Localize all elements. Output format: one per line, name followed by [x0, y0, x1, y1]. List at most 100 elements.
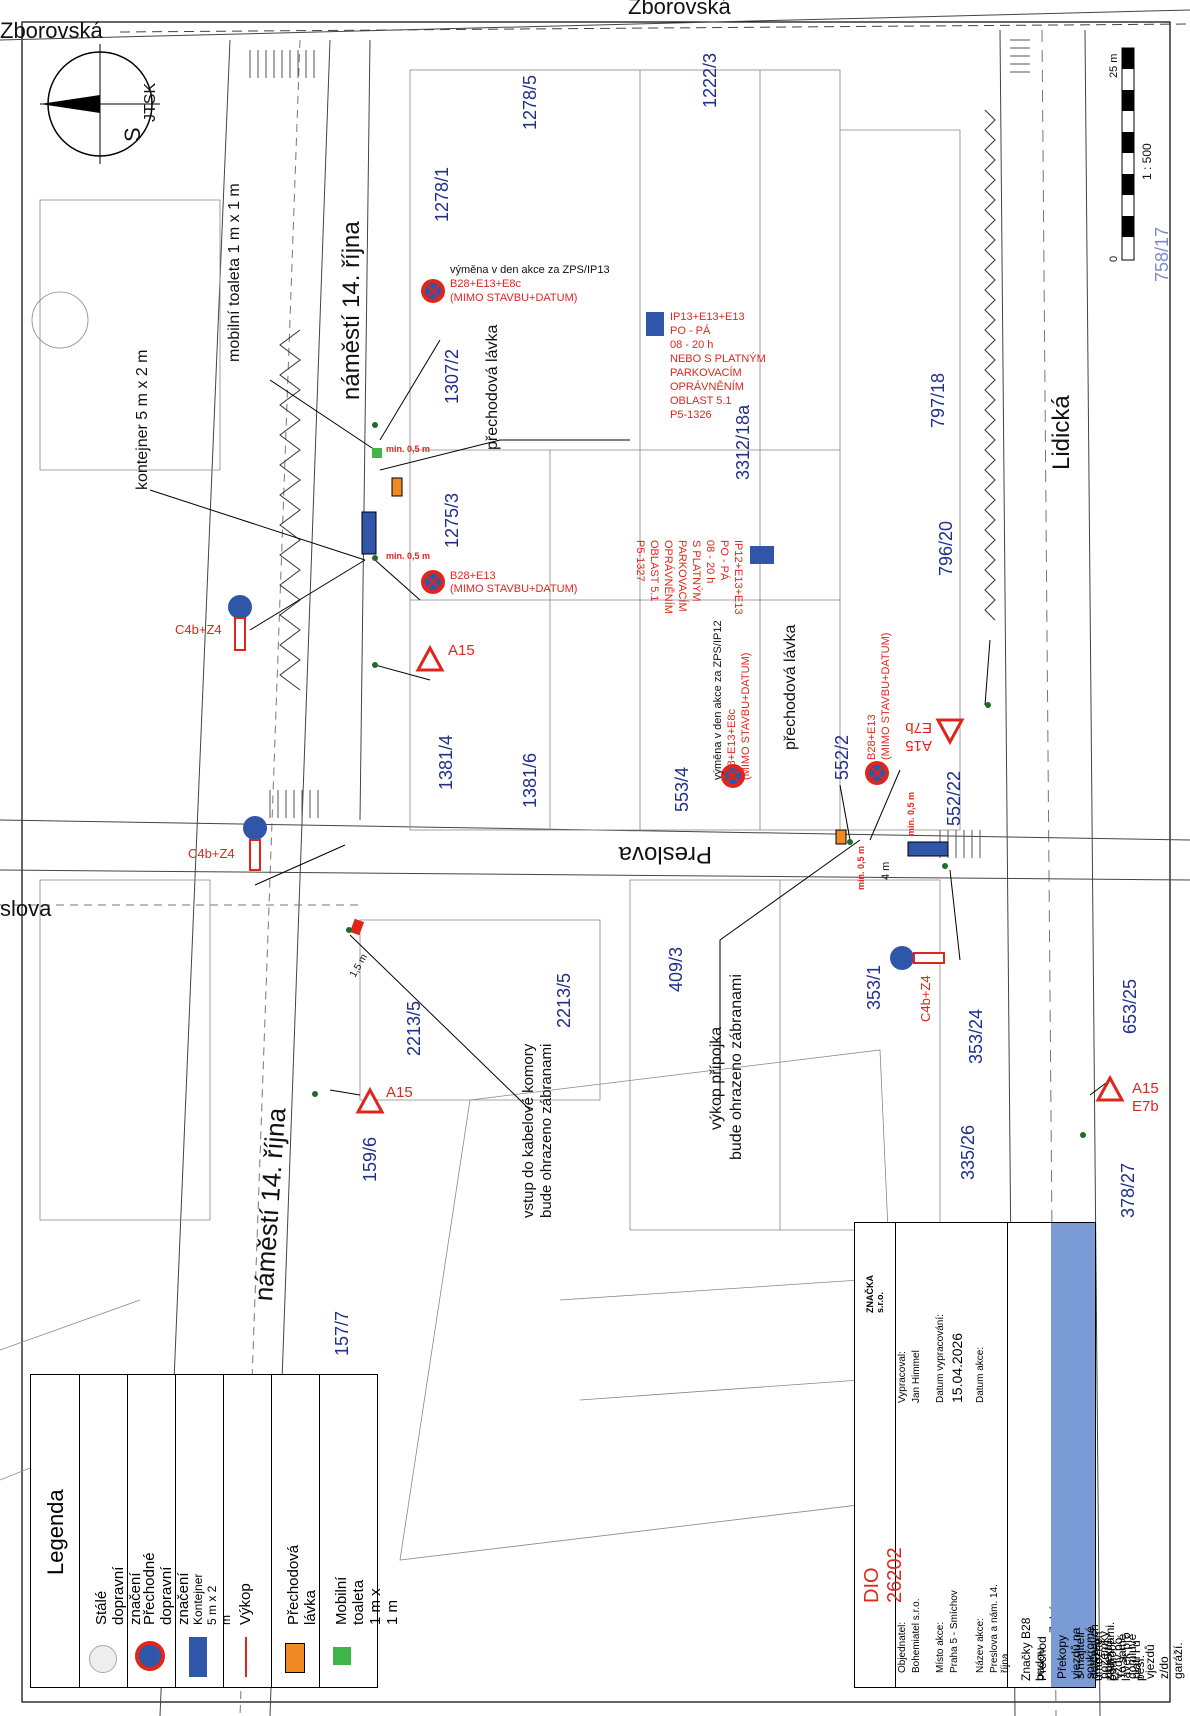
- parcel-label: 552/2: [832, 734, 852, 780]
- parcel-label: 1278/5: [520, 74, 540, 130]
- title-block-header: DIO 26202 ZNAČKA s.r.o.: [855, 1223, 906, 1687]
- a15-sign-icon: [355, 644, 1125, 1114]
- legend-item: Kontejner 5 m x 2 m: [175, 1375, 233, 1687]
- c4b-label: C4b+Z4: [918, 975, 933, 1022]
- legend-item-label: Mobilní toaleta 1 m x 1 m: [333, 1576, 401, 1625]
- prechod-lavka-label: přechodová lávka: [782, 624, 799, 750]
- kontejner-label: kontejner 5 m x 2 m: [134, 349, 151, 491]
- scale-label: 1 : 500: [1140, 143, 1154, 180]
- c4b-label: C4b+Z4: [175, 622, 222, 637]
- a15-label: A15: [448, 642, 475, 659]
- prechod-lavka-label: přechodová lávka: [484, 324, 501, 450]
- a15-label: A15: [1132, 1080, 1159, 1097]
- parcel-label: 409/3: [666, 946, 686, 992]
- legend-title-cell: Legenda: [31, 1375, 80, 1687]
- ip12-line: IP12+E13+E13: [732, 540, 744, 615]
- vykop-label: bude ohrazeno zábranami: [728, 974, 745, 1160]
- street-lidicka: Lidická: [1048, 395, 1075, 470]
- scale-bar: [1121, 47, 1135, 261]
- footbridge-icon: [285, 1643, 305, 1673]
- c4b-sign-icon: [228, 595, 945, 970]
- e7b-label: E7b: [905, 719, 932, 736]
- ip12-line: OBLAST 5.1: [648, 540, 660, 602]
- legend-item: Přechodné dopravní značení: [127, 1375, 192, 1687]
- parcel-label: 1307/2: [442, 348, 462, 404]
- street-zborovska-left: Zborovská: [0, 18, 103, 43]
- b28-label: B28+E13: [450, 570, 496, 582]
- compass-south-label: S: [120, 127, 145, 142]
- parcel-label: 553/4: [672, 766, 692, 812]
- parcel-label: 796/20: [936, 520, 956, 576]
- b28-label: B28+E13+E8c: [726, 709, 738, 780]
- ip12-line: 08 - 20 h: [704, 540, 716, 584]
- a15-label: A15: [905, 737, 932, 754]
- ip13-line: NEBO S PLATNÝM: [670, 353, 766, 365]
- ip12-line: S PLATNÝM: [690, 540, 702, 602]
- parcel-label: 2213/5: [404, 1000, 424, 1056]
- b28-label: (MIMO STAVBU+DATUM): [450, 292, 578, 304]
- min-distance-label: min. 0,5 m: [856, 845, 866, 890]
- title-block-fields: Objednatel: Bohemiatel s.r.o. Místo akce…: [895, 1223, 1185, 1687]
- legend-title: Legenda: [43, 1489, 68, 1575]
- vstup-label: bude ohrazeno zábranami: [538, 1043, 555, 1218]
- dimension-label: 4 m: [880, 861, 892, 880]
- ip12-line: PARKOVACÍM: [676, 540, 688, 612]
- field-value: 15.04.2026: [949, 1332, 965, 1403]
- parcel-label: 2213/5: [554, 972, 574, 1028]
- field-label: Datum vypracování:: [935, 1314, 946, 1403]
- ip13-line: OPRÁVNĚNÍM: [670, 381, 744, 393]
- ip12-label: IP12+E13+E13 PO - PÁ 08 - 20 h S PLATNÝM…: [633, 540, 745, 615]
- ip12-line: OPRÁVNĚNÍM: [662, 540, 674, 614]
- street-zborovska-top: Zborovská: [628, 0, 731, 19]
- parcel-label: 159/6: [360, 1136, 380, 1182]
- excavation-icon: [245, 1637, 247, 1677]
- parking-sign-icon: [646, 312, 774, 564]
- min-distance-label: min. 0,5 m: [386, 444, 431, 454]
- legend-item: Přechodová lávka: [271, 1375, 320, 1687]
- ip13-line: PO - PÁ: [670, 325, 711, 337]
- company-logo: ZNAČKA s.r.o.: [865, 1275, 885, 1313]
- b28-sign-icon: [135, 1641, 165, 1671]
- vykop-label: výkop přípojka: [708, 1026, 725, 1130]
- ip12-line: P5-1327: [634, 540, 646, 582]
- a15-label: A15: [386, 1084, 413, 1101]
- street-preslova-left: slova: [0, 896, 52, 921]
- ip13-line: PARKOVACÍM: [670, 367, 742, 379]
- c4b-label: C4b+Z4: [188, 846, 235, 861]
- field-label: Vypracoval:: [897, 1351, 908, 1403]
- parcel-label: 1275/3: [442, 492, 462, 548]
- ip13-line: IP13+E13+E13: [670, 311, 745, 323]
- min-distance-label: min. 0,5 m: [386, 551, 431, 561]
- b28-label: (MIMO STAVBU+DATUM): [450, 583, 578, 595]
- parcel-label: 335/26: [958, 1124, 978, 1180]
- parcel-label: 758/17: [1152, 226, 1172, 282]
- street-preslova: Preslova: [618, 841, 712, 868]
- b28-label: B28+E13: [866, 714, 878, 760]
- toilet-icon: [333, 1647, 351, 1665]
- legend-box: Legenda Stálé dopravní značení Přechodné…: [30, 1374, 401, 1688]
- ip13-line: P5-1326: [670, 409, 712, 421]
- parcel-label: 378/27: [1118, 1162, 1138, 1218]
- note-banner: Překopy vjezdů na soukromé pozemky vždy …: [1051, 1223, 1185, 1687]
- parcel-label: 1222/3: [700, 52, 720, 108]
- title-block: DIO 26202 ZNAČKA s.r.o. Objednatel: Bohe…: [854, 1222, 1185, 1688]
- banner-line: s majiteli dotčených objektů. To samé pl…: [1073, 1624, 1185, 1679]
- e7b-label: E7b: [1132, 1098, 1159, 1115]
- container-icon: [189, 1637, 207, 1677]
- field-value: Jan Himmel: [911, 1350, 922, 1403]
- parcel-label: 353/1: [864, 964, 884, 1010]
- scale-bottom-label: 0: [1108, 255, 1120, 262]
- vymena-label: výměna v den akce za ZPS/IP12: [712, 620, 724, 780]
- b28-sign-icon: [421, 279, 889, 788]
- permanent-sign-icon: [89, 1645, 117, 1673]
- min-distance-label: min. 0,5 m: [906, 791, 916, 836]
- field-label: Místo akce:: [935, 1621, 946, 1673]
- parcel-label: 653/25: [1120, 978, 1140, 1034]
- b28-label: (MIMO STAVBU+DATUM): [740, 652, 752, 780]
- ip13-line: 08 - 20 h: [670, 339, 714, 351]
- field-value: Praha 5 - Smíchov: [949, 1590, 960, 1673]
- legend-item-label: Přechodová lávka: [285, 1544, 319, 1625]
- ip12-line: PO - PÁ: [718, 540, 730, 581]
- legend-item: Stálé dopravní značení: [79, 1375, 144, 1687]
- field-label: Datum akce:: [975, 1346, 986, 1403]
